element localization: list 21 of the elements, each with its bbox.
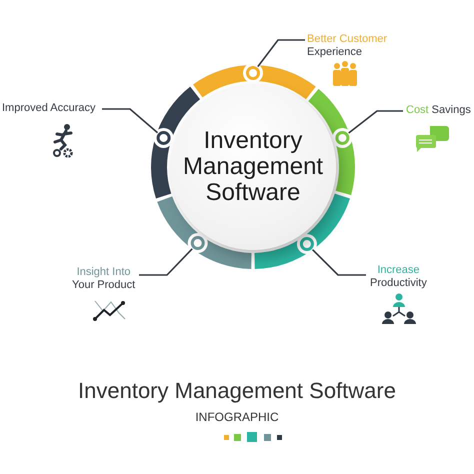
leader-line bbox=[139, 248, 193, 276]
leader-line bbox=[257, 39, 305, 68]
callout-text: Cost Savings bbox=[406, 104, 471, 117]
marker-ring bbox=[300, 237, 314, 251]
callout-text: Your Product bbox=[72, 279, 136, 292]
callout-text: Better Customer bbox=[307, 33, 388, 46]
leader-line bbox=[348, 110, 403, 134]
leader-line bbox=[312, 249, 366, 276]
callout-text: Improved Accuracy bbox=[2, 102, 96, 115]
callout-text: Experience bbox=[307, 46, 364, 59]
marker-ring bbox=[246, 66, 260, 80]
center-title: Inventory Management Software bbox=[183, 128, 323, 206]
subtitle: INFOGRAPHIC bbox=[195, 410, 279, 424]
callout-text: Insight Into bbox=[76, 266, 132, 279]
marker-ring bbox=[190, 236, 205, 250]
marker-ring bbox=[335, 130, 350, 145]
callout-text: Increase bbox=[376, 264, 421, 277]
callout-text: Productivity bbox=[370, 277, 427, 290]
leader-line bbox=[102, 108, 158, 134]
marker-ring bbox=[156, 130, 171, 145]
title: Inventory Management Software bbox=[78, 378, 396, 403]
